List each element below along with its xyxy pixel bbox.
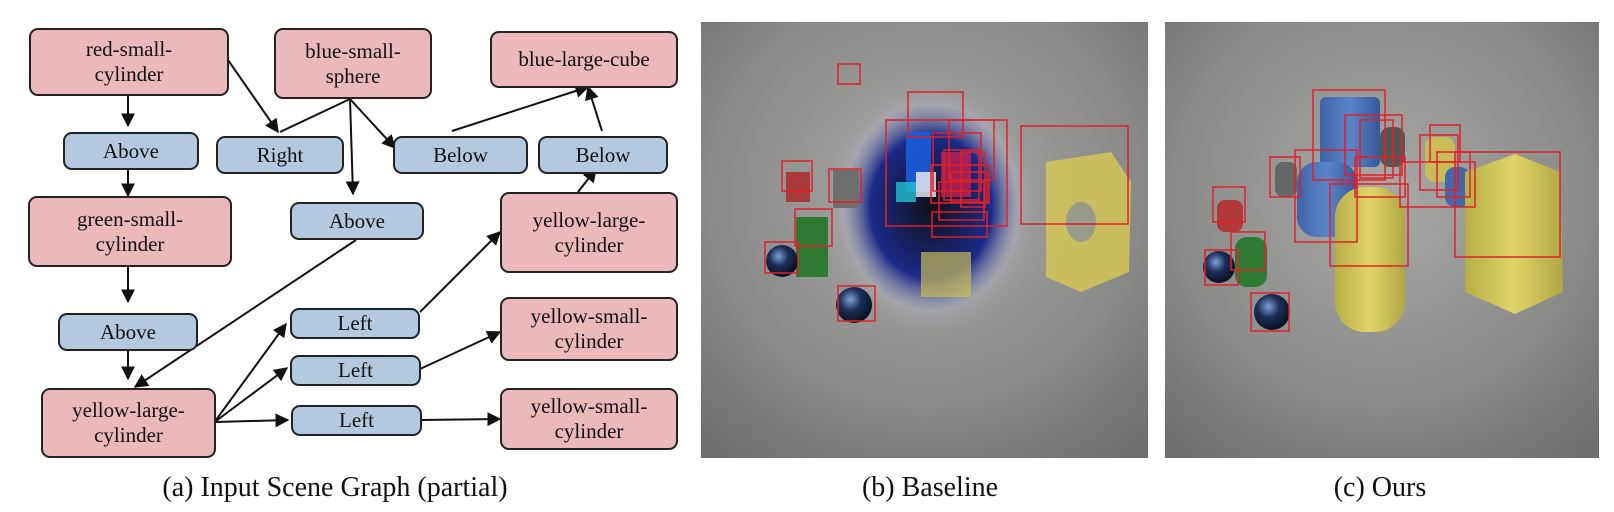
edge-left1-yellowright <box>419 231 501 313</box>
node-above-3: Above <box>58 313 198 351</box>
node-green-small-cylinder: green-small- cylinder <box>28 196 232 267</box>
node-below-1: Below <box>393 136 528 174</box>
node-blue-small-sphere: blue-small- sphere <box>274 28 432 99</box>
node-red-small-cylinder: red-small- cylinder <box>29 28 229 96</box>
node-left-2: Left <box>290 355 421 386</box>
node-left-1: Left <box>290 308 420 339</box>
node-left-3: Left <box>291 405 422 436</box>
node-yellow-small-cylinder-2: yellow-small- cylinder <box>500 388 678 450</box>
caption-baseline: (b) Baseline <box>861 472 999 503</box>
edge-right-bluesphere <box>279 98 351 133</box>
baseline-render-image <box>701 22 1148 458</box>
node-yellow-large-cylinder-right: yellow-large- cylinder <box>500 192 678 273</box>
edge-bluesphere-above2 <box>345 98 360 196</box>
node-blue-large-cube: blue-large-cube <box>490 31 678 88</box>
scene-graph-edges <box>121 59 603 428</box>
edge-bluesphere-below1 <box>349 98 396 150</box>
node-above-2: Above <box>290 202 424 240</box>
node-above-1: Above <box>63 132 199 170</box>
edge-left2-yellowsmall1 <box>419 330 502 370</box>
edge-yellowleft-left1 <box>215 322 287 421</box>
edge-below2-cube <box>585 85 603 132</box>
node-below-2: Below <box>538 136 668 174</box>
edge-above2-yellowleft <box>133 239 357 388</box>
ours-render-image <box>1165 22 1599 458</box>
edge-yellowleft-left3 <box>215 413 290 428</box>
node-yellow-small-cylinder-1: yellow-small- cylinder <box>500 297 678 361</box>
edge-left3-yellowsmall2 <box>420 412 502 427</box>
caption-input-scene-graph: (a) Input Scene Graph (partial) <box>162 472 508 503</box>
node-right: Right <box>216 136 344 174</box>
node-yellow-large-cylinder-left: yellow-large- cylinder <box>41 388 216 458</box>
caption-ours: (c) Ours <box>1333 472 1427 503</box>
edge-below1-cube <box>451 84 590 132</box>
edge-red-right <box>227 59 279 134</box>
edge-yellowleft-left2 <box>215 367 289 422</box>
